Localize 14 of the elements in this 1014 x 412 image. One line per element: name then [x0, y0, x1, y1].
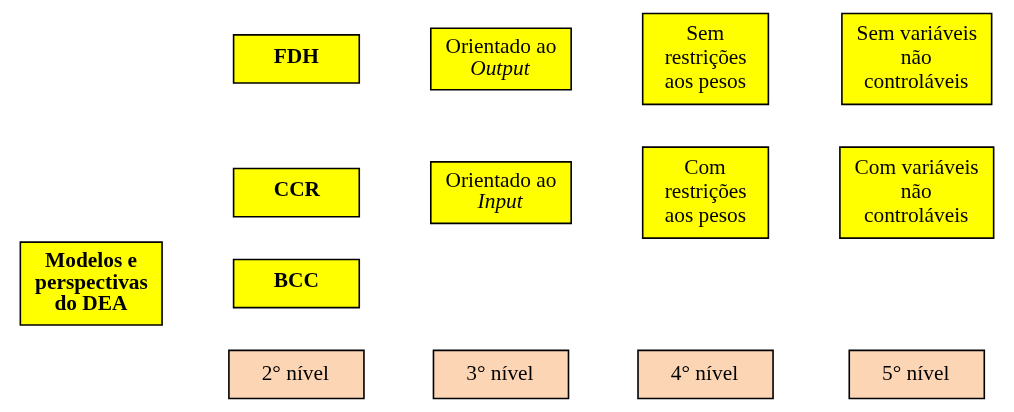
node-box: 2° nível — [228, 349, 365, 400]
node-box: Com variáveis não controláveis — [839, 146, 995, 239]
node-box: Com restrições aos pesos — [641, 146, 770, 239]
node-box: Sem variáveis não controláveis — [841, 12, 993, 106]
node-box: Orientado ao Input — [430, 161, 572, 225]
node-box: 3° nível — [432, 349, 570, 400]
node-box: Sem restrições aos pesos — [641, 12, 770, 106]
node-box: FDH — [232, 34, 361, 84]
node-box: Modelos e perspectivas do DEA — [19, 241, 163, 326]
node-box: BCC — [232, 258, 361, 309]
node-box: 4° nível — [637, 349, 774, 400]
node-box: 5° nível — [848, 349, 986, 400]
node-box: CCR — [232, 167, 361, 218]
node-box: Orientado ao Output — [430, 27, 572, 91]
